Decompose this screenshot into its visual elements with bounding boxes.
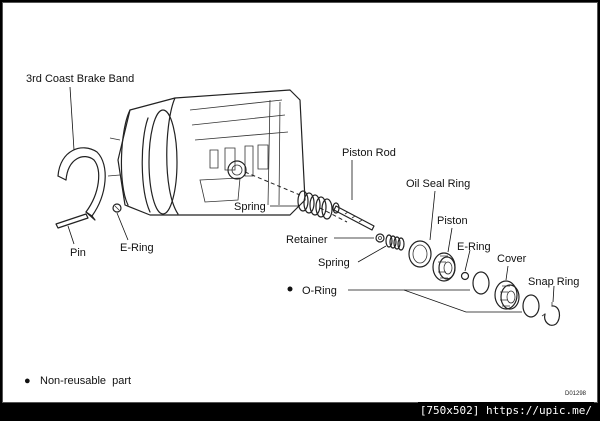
label-piston: Piston bbox=[437, 215, 468, 227]
assembly-axis-2 bbox=[319, 207, 348, 223]
label-snap-ring: Snap Ring bbox=[528, 276, 579, 288]
label-o-ring: O-Ring bbox=[302, 285, 337, 297]
transmission-case bbox=[107, 89, 306, 216]
legend-text: Non-reusable part bbox=[40, 375, 131, 387]
snap-ring-part bbox=[541, 302, 561, 326]
label-spring-lower: Spring bbox=[318, 257, 350, 269]
pin-part bbox=[55, 213, 89, 229]
label-cover: Cover bbox=[497, 253, 527, 265]
label-e-ring-right: E-Ring bbox=[457, 241, 491, 253]
retainer-part bbox=[375, 233, 385, 243]
label-piston-rod: Piston Rod bbox=[342, 147, 396, 159]
e-ring-right-part bbox=[460, 271, 470, 281]
piston-part bbox=[432, 252, 456, 282]
leader-lines bbox=[67, 86, 555, 313]
cover-part bbox=[494, 280, 520, 310]
oil-seal-ring-part bbox=[408, 240, 432, 268]
non-reusable-marker bbox=[287, 286, 293, 292]
label-pin: Pin bbox=[70, 247, 86, 259]
label-coast-brake-band: 3rd Coast Brake Band bbox=[26, 73, 134, 85]
figure-code: D01298 bbox=[565, 391, 587, 397]
watermark: [750x502] https://upic.me/ bbox=[417, 402, 594, 419]
o-ring-part bbox=[472, 271, 540, 318]
label-retainer: Retainer bbox=[286, 234, 328, 246]
diagram-frame bbox=[2, 2, 598, 403]
legend-bullet: ● bbox=[24, 375, 31, 387]
label-oil-seal-ring: Oil Seal Ring bbox=[406, 178, 470, 190]
piston-rod-part bbox=[332, 202, 375, 231]
label-e-ring-left: E-Ring bbox=[120, 242, 154, 254]
e-ring-left-part bbox=[112, 203, 122, 213]
spring-lower-part bbox=[385, 234, 405, 251]
spring-upper-part bbox=[297, 190, 333, 220]
label-spring-upper: Spring bbox=[234, 201, 266, 213]
assembly-axis bbox=[244, 171, 301, 196]
coast-brake-band-part bbox=[57, 147, 106, 221]
